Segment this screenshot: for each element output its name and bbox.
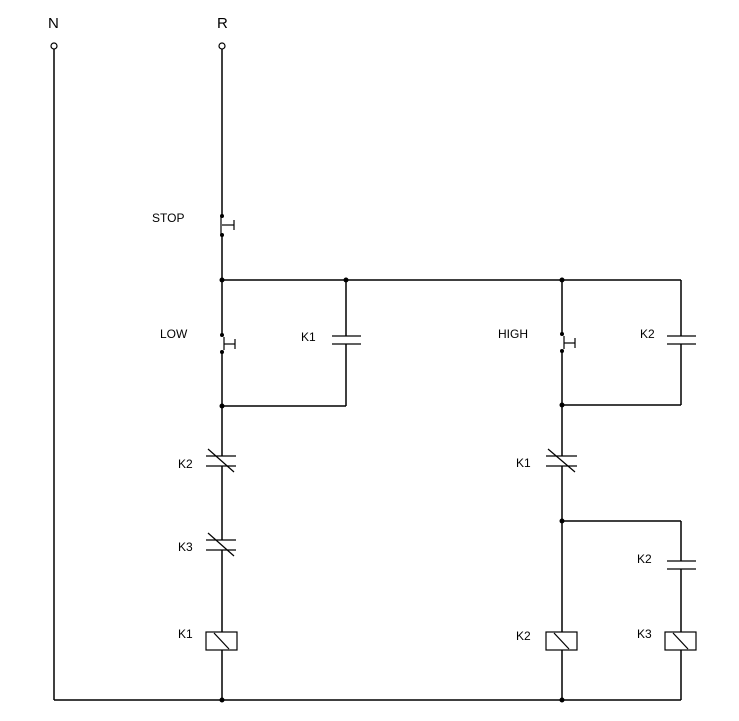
k3-coil-label: K3 xyxy=(637,627,652,641)
k2-hold-contact-label: K2 xyxy=(640,327,655,341)
k2-interlock-contact-nc xyxy=(206,448,236,473)
neutral-line xyxy=(53,49,681,701)
k2-coil-label: K2 xyxy=(516,629,531,643)
k1-coil-label: K1 xyxy=(178,627,193,641)
k3-coil-mark xyxy=(672,632,689,650)
low-label: LOW xyxy=(160,327,188,341)
k3-branch-contact-label: K2 xyxy=(637,552,652,566)
high-label: HIGH xyxy=(498,327,528,341)
k2-interlock-label: K2 xyxy=(178,457,193,471)
low-pushbutton-no xyxy=(220,333,236,354)
k2-contact-no-k3-branch xyxy=(667,560,696,570)
high-branch-wiring xyxy=(561,280,682,456)
terminal-r xyxy=(218,42,226,50)
high-pushbutton-no xyxy=(560,332,576,353)
low-branch-wiring xyxy=(221,280,347,456)
k3-interlock-contact-nc xyxy=(206,532,236,557)
k1-interlock-label: K1 xyxy=(516,456,531,470)
junction-dots xyxy=(219,277,565,703)
k1-hold-contact-label: K1 xyxy=(301,330,316,344)
stop-pushbutton-nc xyxy=(220,214,235,237)
k2-hold-contact-no xyxy=(667,335,696,345)
terminal-label-r: R xyxy=(217,15,228,32)
terminal-label-n: N xyxy=(48,15,59,32)
k1-coil-mark xyxy=(213,632,230,650)
k3-interlock-label: K3 xyxy=(178,540,193,554)
k2-coil-mark xyxy=(553,632,570,650)
terminal-n xyxy=(50,42,58,50)
stop-label: STOP xyxy=(152,211,184,225)
k1-hold-contact-no xyxy=(332,335,361,345)
